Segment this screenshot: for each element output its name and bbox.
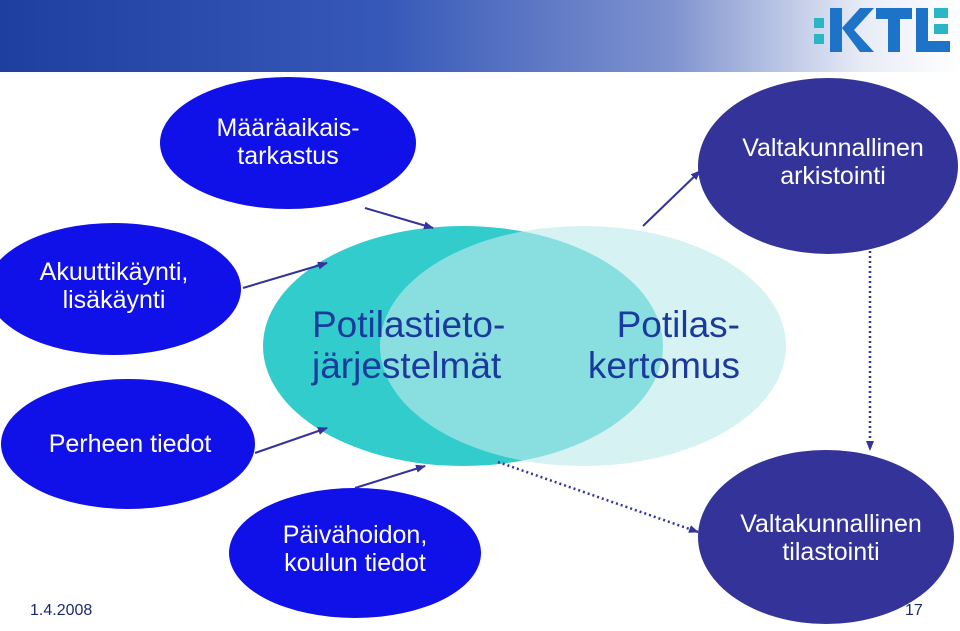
arrow-perhe [254, 427, 328, 454]
tilastointi-label: Valtakunnallinen tilastointi [740, 510, 922, 566]
arrow-akuutti [242, 261, 328, 289]
dotted-arrow-to-tilastointi [497, 460, 699, 534]
arrow-maaraaikais [364, 207, 434, 230]
tilastointi-node [698, 450, 954, 624]
paivahoidon-node [229, 488, 481, 618]
header-bar [0, 0, 960, 72]
arkistointi-label: Valtakunnallinen arkistointi [742, 134, 924, 190]
arrow-to-arkistointi [642, 170, 701, 227]
potilaskertomus-label: Potilas- kertomus [587, 304, 740, 387]
maaraaikaistarkastus-label: Määräaikais- tarkastus [216, 114, 360, 170]
perheen-tiedot-label: Perheen tiedot [48, 430, 212, 458]
arkistointi-node [698, 78, 958, 254]
slide-number: 17 [905, 602, 923, 619]
footer-date: 1.4.2008 [30, 602, 93, 619]
maaraaikaistarkastus-node [160, 77, 416, 209]
akuuttikaynti-node [0, 223, 241, 355]
potilaskertomus-circle [380, 226, 786, 466]
arrow-paivahoito [354, 464, 426, 489]
ktl-logo [814, 8, 950, 52]
perheen-tiedot-node [1, 379, 255, 509]
paivahoidon-label: Päivähoidon, koulun tiedot [282, 521, 428, 577]
potilastietojarjestelmat-label: Potilastieto- järjestelmät [312, 304, 506, 387]
akuuttikaynti-label: Akuuttikäynti, lisäkäynti [39, 258, 189, 314]
